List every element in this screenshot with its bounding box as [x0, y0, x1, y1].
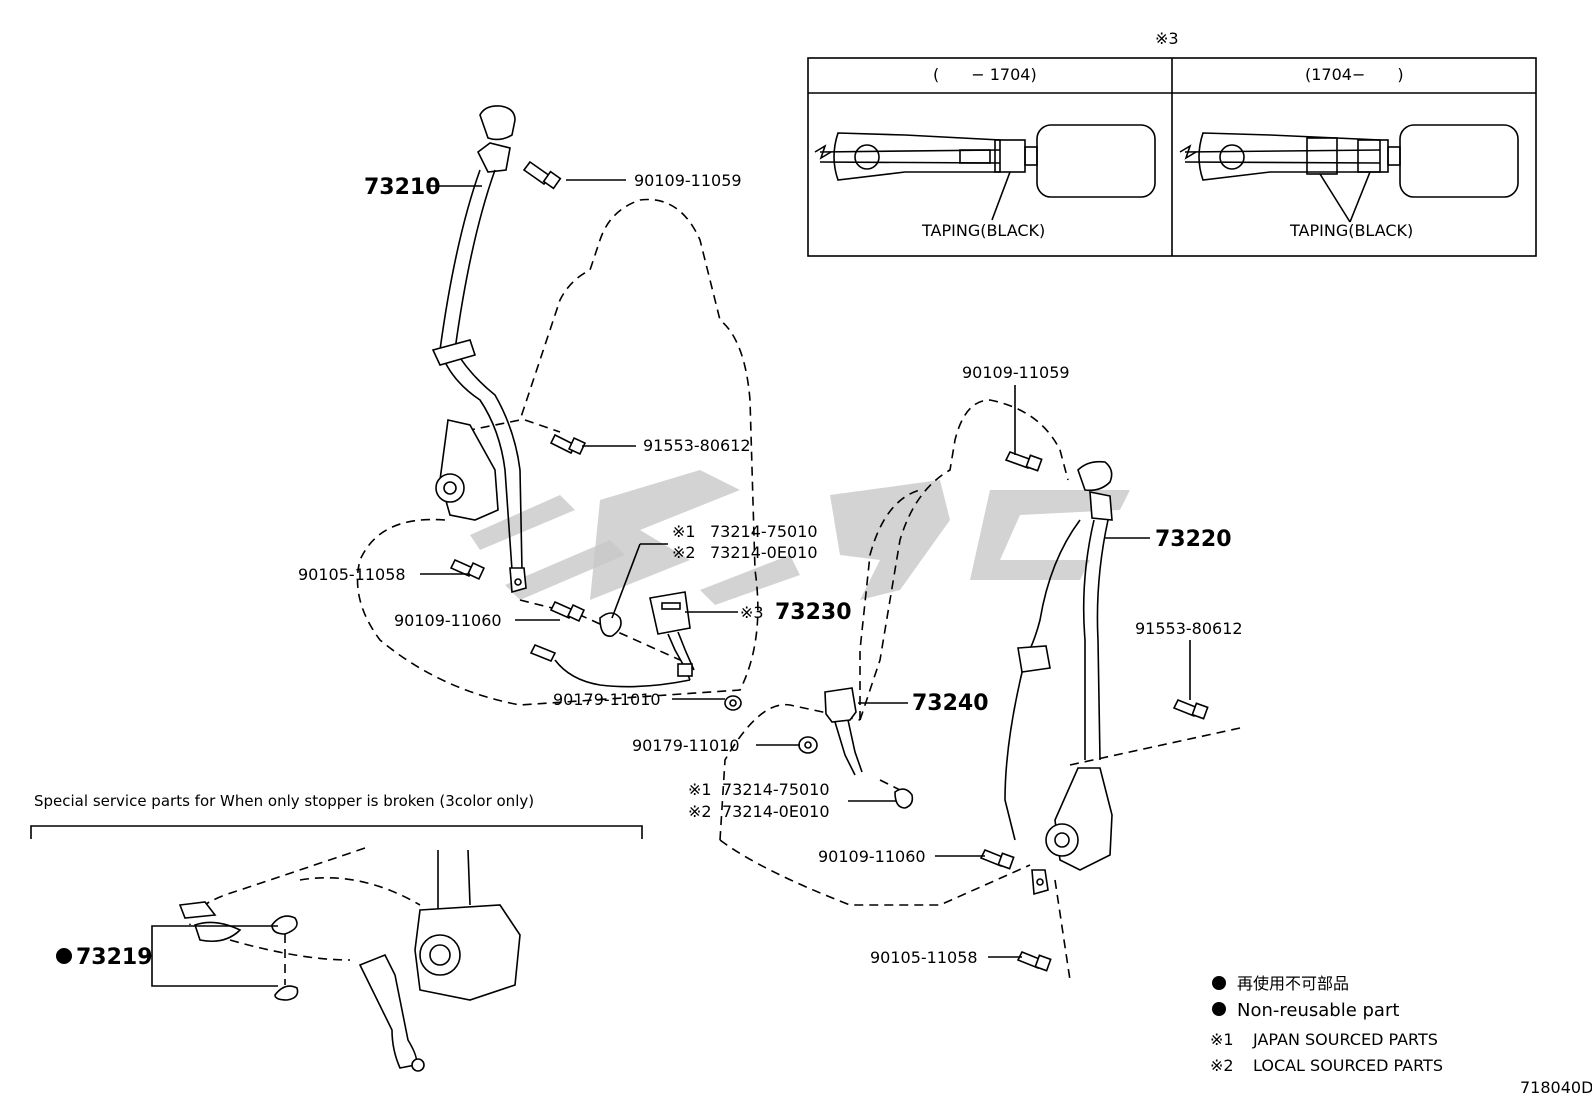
right-buckle [824, 687, 863, 776]
left-seat-belt [431, 105, 527, 594]
bolt-icon [522, 160, 562, 190]
part-label-bolt-upper-left: 90109-11059 [634, 171, 742, 190]
inset-marker: ※3 [1155, 29, 1179, 48]
part-label-73219: 73219 [76, 945, 153, 970]
special-service-drawing [178, 847, 521, 1072]
inset-left-header: ( − 1704) [933, 65, 1037, 84]
non-reusable-bullet-icon [1212, 1002, 1226, 1016]
part-label-bolt-retractor-left: 91553-80612 [643, 436, 751, 455]
inset-right-header: (1704− ) [1305, 65, 1404, 84]
note-marker: ※2 [672, 543, 696, 562]
bolt-icon [979, 848, 1015, 870]
nut-icon [798, 736, 818, 754]
part-label-73230: 73230 [775, 600, 852, 625]
bolt-icon [1004, 451, 1043, 472]
legend-non-reusable-jp: 再使用不可部品 [1237, 974, 1349, 993]
bolt-icon [549, 433, 587, 456]
part-label-bolt-retractor-right: 91553-80612 [1135, 619, 1243, 638]
part-label-plate-1-left: 73214-75010 [710, 522, 818, 541]
bolt-icon [1016, 950, 1052, 972]
special-service-title: Special service parts for When only stop… [34, 792, 534, 810]
bolt-icon [1172, 698, 1209, 720]
part-label-bolt-anchor-left: 90109-11060 [394, 611, 502, 630]
part-label-73240: 73240 [912, 691, 989, 716]
legend-note2-marker: ※2 [1210, 1056, 1234, 1075]
inset-left-taping-label: TAPING(BLACK) [921, 221, 1045, 240]
part-label-nut-right: 90179-11010 [632, 736, 740, 755]
legend-note1-marker: ※1 [1210, 1030, 1234, 1049]
inset-right-buckle [1179, 124, 1519, 223]
part-label-plate-2-left: 73214-0E010 [710, 543, 818, 562]
nut-icon [724, 695, 742, 711]
part-label-bolt-anchor-right: 90109-11060 [818, 847, 926, 866]
inset-box: ※3 ( − 1704) (1704− ) TAPING(BLACK) [807, 29, 1537, 257]
part-label-bolt-upper-right: 90109-11059 [962, 363, 1070, 382]
buckle-marker: ※3 [740, 603, 764, 622]
watermark-logo [470, 470, 1130, 605]
legend-note2-text: LOCAL SOURCED PARTS [1253, 1056, 1443, 1075]
part-label-plate-2-right: 73214-0E010 [722, 802, 830, 821]
inset-right-taping-label: TAPING(BLACK) [1289, 221, 1413, 240]
note-marker: ※1 [688, 780, 712, 799]
part-label-73220: 73220 [1155, 527, 1232, 552]
bolt-icon [449, 558, 486, 581]
right-plate-washer [894, 788, 914, 809]
right-seat-belt [1004, 460, 1113, 896]
legend-non-reusable-en: Non-reusable part [1237, 1000, 1399, 1021]
note-marker: ※2 [688, 802, 712, 821]
part-label-plate-1-right: 73214-75010 [722, 780, 830, 799]
part-label-nut-left: 90179-11010 [553, 690, 661, 709]
inset-left-buckle [814, 124, 1156, 221]
part-label-bolt-lower-right: 90105-11058 [870, 948, 978, 967]
non-reusable-bullet-icon [56, 948, 72, 964]
legend-note1-text: JAPAN SOURCED PARTS [1252, 1030, 1438, 1049]
part-label-bolt-lower-left: 90105-11058 [298, 565, 406, 584]
part-label-73210: 73210 [364, 175, 441, 200]
diagram-code: 718040D [1520, 1078, 1592, 1097]
left-buckle [529, 591, 695, 688]
left-plate-washer [599, 612, 622, 637]
right-seat-outline [719, 399, 1241, 981]
note-marker: ※1 [672, 522, 696, 541]
non-reusable-bullet-icon [1212, 976, 1226, 990]
bolt-icon [549, 600, 586, 623]
